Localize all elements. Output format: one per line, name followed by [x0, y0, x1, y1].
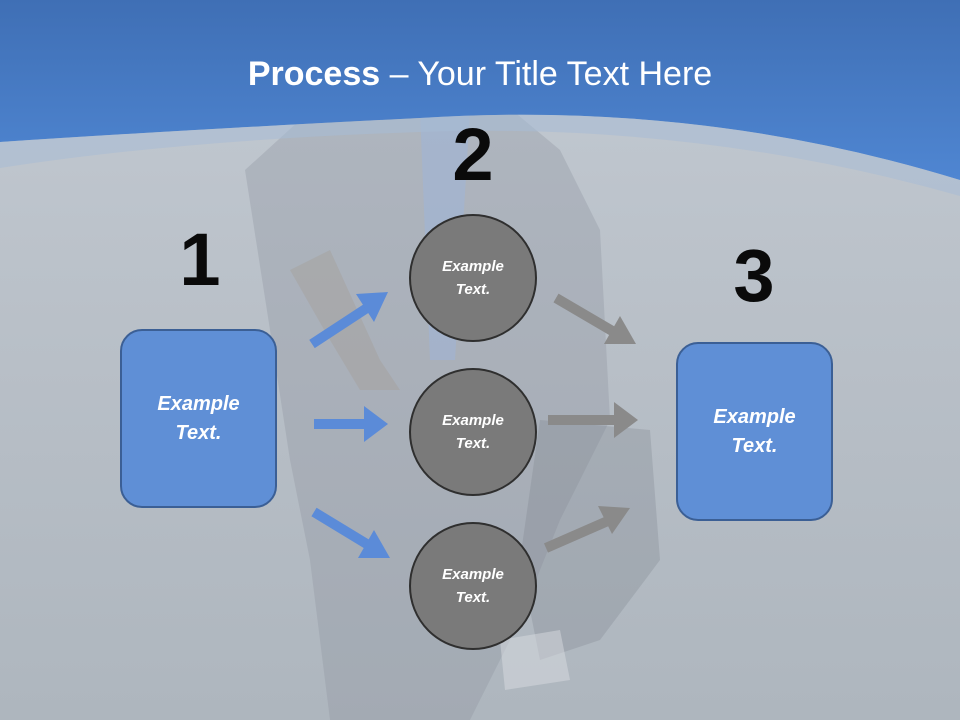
step-number-2: 2 — [452, 113, 494, 196]
arrow-circle-2-to-3 — [548, 402, 638, 438]
arrow-1-to-circle-1 — [309, 292, 388, 349]
step-2-circle-1: Example Text. — [409, 214, 537, 342]
step-3-label: Example Text. — [713, 405, 796, 457]
slide-title: Process – Your Title Text Here — [0, 52, 960, 96]
title-rest: – Your Title Text Here — [380, 55, 713, 93]
step-1-label: Example Text. — [157, 392, 240, 444]
step-2-circle-3: Example Text. — [409, 522, 537, 650]
title-bold: Process — [247, 55, 381, 93]
step-3-box: Example Text. — [676, 342, 833, 521]
arrow-circle-1-to-3 — [553, 293, 636, 344]
arrow-1-to-circle-2 — [314, 406, 388, 442]
arrow-circle-3-to-3 — [543, 506, 630, 553]
arrow-1-to-circle-3 — [311, 507, 390, 558]
step-number-3: 3 — [733, 234, 775, 317]
step-2-circle-1-label: Example Text. — [442, 258, 504, 298]
step-2-circle-3-label: Example Text. — [442, 566, 504, 606]
step-2-circle-2: Example Text. — [409, 368, 537, 496]
step-number-1: 1 — [179, 218, 221, 301]
step-2-circle-2-label: Example Text. — [442, 412, 504, 452]
step-1-box: Example Text. — [120, 329, 277, 508]
